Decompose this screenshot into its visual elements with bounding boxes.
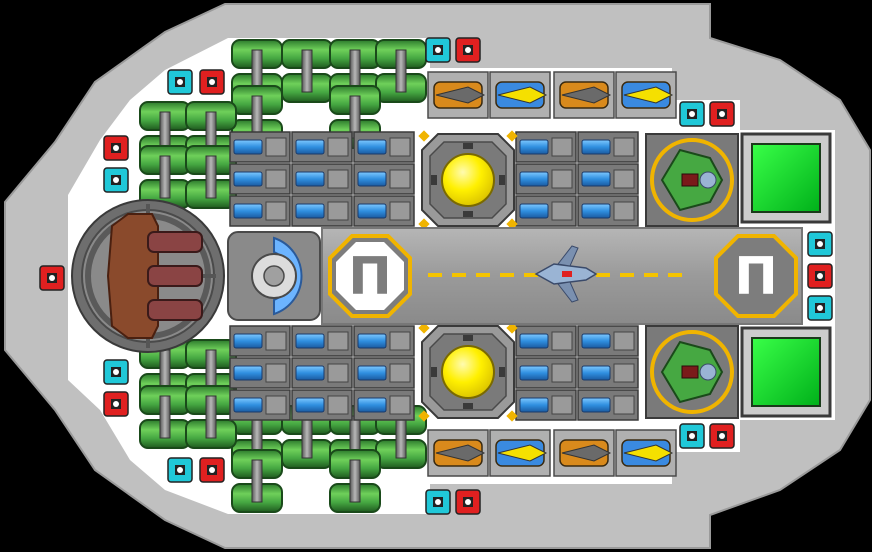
- battery-icon[interactable]: [577, 357, 639, 389]
- fighter-icon[interactable]: [645, 325, 739, 419]
- fuel-tank-icon[interactable]: [375, 39, 427, 103]
- fuel-tank-icon[interactable]: [185, 385, 237, 449]
- reactor-group: [418, 130, 518, 422]
- battery-icon[interactable]: [229, 357, 291, 389]
- launch-pad-right: Π: [714, 234, 798, 318]
- thruster-icon[interactable]: [39, 265, 65, 291]
- thruster-icon[interactable]: [709, 101, 735, 127]
- missile-icon[interactable]: [553, 71, 615, 119]
- thruster-icon[interactable]: [199, 457, 225, 483]
- battery-icon[interactable]: [353, 163, 415, 195]
- runway: Π Π: [321, 227, 803, 325]
- reactor-icon[interactable]: [418, 130, 518, 230]
- pad-glyph-right: Π: [734, 247, 778, 307]
- reactor-icon[interactable]: [418, 322, 518, 422]
- thruster-icon[interactable]: [679, 423, 705, 449]
- battery-icon[interactable]: [577, 325, 639, 357]
- pad-glyph-left: Π: [348, 247, 392, 307]
- missile-icon[interactable]: [489, 71, 551, 119]
- fighter-icon[interactable]: [645, 133, 739, 227]
- battery-icon[interactable]: [353, 195, 415, 227]
- fighter-dock-group: [645, 133, 739, 419]
- thruster-icon[interactable]: [425, 489, 451, 515]
- battery-icon[interactable]: [577, 389, 639, 421]
- missile-launcher-group: [427, 71, 677, 477]
- missile-icon[interactable]: [427, 429, 489, 477]
- thruster-icon[interactable]: [199, 69, 225, 95]
- fuel-tank-group-bottom: [139, 339, 427, 513]
- battery-icon[interactable]: [291, 163, 353, 195]
- battery-icon[interactable]: [291, 325, 353, 357]
- runway-stripe: [500, 273, 514, 277]
- thruster-icon[interactable]: [455, 37, 481, 63]
- battery-icon[interactable]: [353, 325, 415, 357]
- missile-icon[interactable]: [615, 71, 677, 119]
- thruster-icon[interactable]: [679, 101, 705, 127]
- battery-icon[interactable]: [515, 357, 577, 389]
- thruster-icon[interactable]: [455, 489, 481, 515]
- battery-icon[interactable]: [291, 195, 353, 227]
- battery-icon[interactable]: [515, 389, 577, 421]
- thruster-icon[interactable]: [167, 457, 193, 483]
- battery-icon[interactable]: [577, 163, 639, 195]
- battery-icon[interactable]: [229, 163, 291, 195]
- ship-icon[interactable]: [534, 245, 598, 303]
- thruster-icon[interactable]: [807, 231, 833, 257]
- runway-stripe: [428, 273, 442, 277]
- thruster-group: [39, 37, 833, 515]
- fuel-tank-icon[interactable]: [281, 39, 333, 103]
- battery-icon[interactable]: [515, 195, 577, 227]
- fuel-tank-icon[interactable]: [329, 449, 381, 513]
- missile-icon[interactable]: [553, 429, 615, 477]
- battery-icon[interactable]: [515, 163, 577, 195]
- battery-icon[interactable]: [353, 357, 415, 389]
- runway-stripe: [620, 273, 634, 277]
- missile-icon[interactable]: [615, 429, 677, 477]
- fuel-tank-icon[interactable]: [139, 385, 191, 449]
- runway-stripe: [668, 273, 682, 277]
- fuel-tank-icon[interactable]: [231, 449, 283, 513]
- battery-icon[interactable]: [229, 325, 291, 357]
- missile-icon[interactable]: [489, 429, 551, 477]
- battery-bank: [229, 131, 639, 421]
- thruster-icon[interactable]: [103, 359, 129, 385]
- runway-stripe: [524, 273, 538, 277]
- fuel-tank-icon[interactable]: [185, 145, 237, 209]
- battery-icon[interactable]: [291, 389, 353, 421]
- thruster-icon[interactable]: [103, 167, 129, 193]
- launch-pad-icon[interactable]: [740, 132, 832, 418]
- thruster-icon[interactable]: [807, 295, 833, 321]
- battery-icon[interactable]: [515, 325, 577, 357]
- battery-icon[interactable]: [229, 389, 291, 421]
- battery-icon[interactable]: [229, 195, 291, 227]
- battery-icon[interactable]: [229, 131, 291, 163]
- runway-stripe: [476, 273, 490, 277]
- battery-icon[interactable]: [515, 131, 577, 163]
- battery-icon[interactable]: [291, 357, 353, 389]
- turret-icon[interactable]: [71, 199, 225, 353]
- thruster-icon[interactable]: [709, 423, 735, 449]
- runway-stripe: [644, 273, 658, 277]
- thruster-icon[interactable]: [103, 391, 129, 417]
- launch-pad-left: Π: [328, 234, 412, 318]
- thruster-icon[interactable]: [103, 135, 129, 161]
- battery-icon[interactable]: [577, 131, 639, 163]
- runway-stripe: [452, 273, 466, 277]
- battery-icon[interactable]: [353, 131, 415, 163]
- runway-stripe: [596, 273, 610, 277]
- shield-icon[interactable]: [227, 231, 321, 321]
- missile-icon[interactable]: [427, 71, 489, 119]
- battery-icon[interactable]: [577, 195, 639, 227]
- thruster-icon[interactable]: [167, 69, 193, 95]
- thruster-icon[interactable]: [425, 37, 451, 63]
- battery-icon[interactable]: [353, 389, 415, 421]
- battery-icon[interactable]: [291, 131, 353, 163]
- thruster-icon[interactable]: [807, 263, 833, 289]
